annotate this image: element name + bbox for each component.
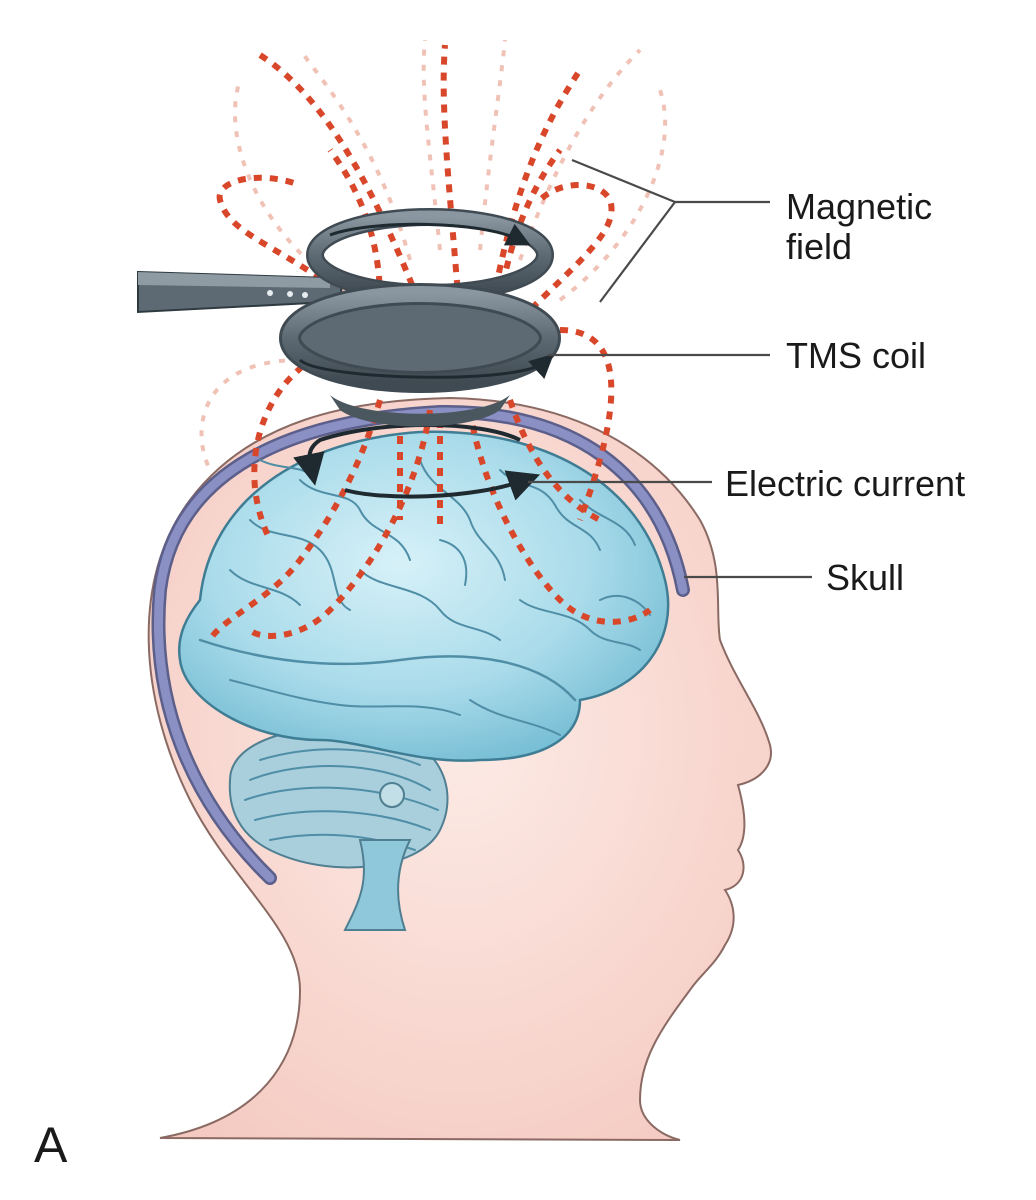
tms-coil-label: TMS coil <box>786 335 927 376</box>
brainstem <box>343 839 412 931</box>
electric-current-loop <box>293 423 541 501</box>
magnetic-field-label-line2: field <box>786 226 853 267</box>
magnetic-field-label-line1: Magnetic <box>786 186 933 227</box>
skull-label: Skull <box>826 557 905 598</box>
brain <box>177 430 670 762</box>
tms-coil <box>137 208 561 427</box>
leader-lines <box>528 158 812 579</box>
panel-letter: A <box>34 1117 68 1173</box>
magnetic-field-label: Magnetic field <box>786 187 932 267</box>
electric-current-label: Electric current <box>725 463 966 504</box>
cerebellum <box>228 726 449 869</box>
